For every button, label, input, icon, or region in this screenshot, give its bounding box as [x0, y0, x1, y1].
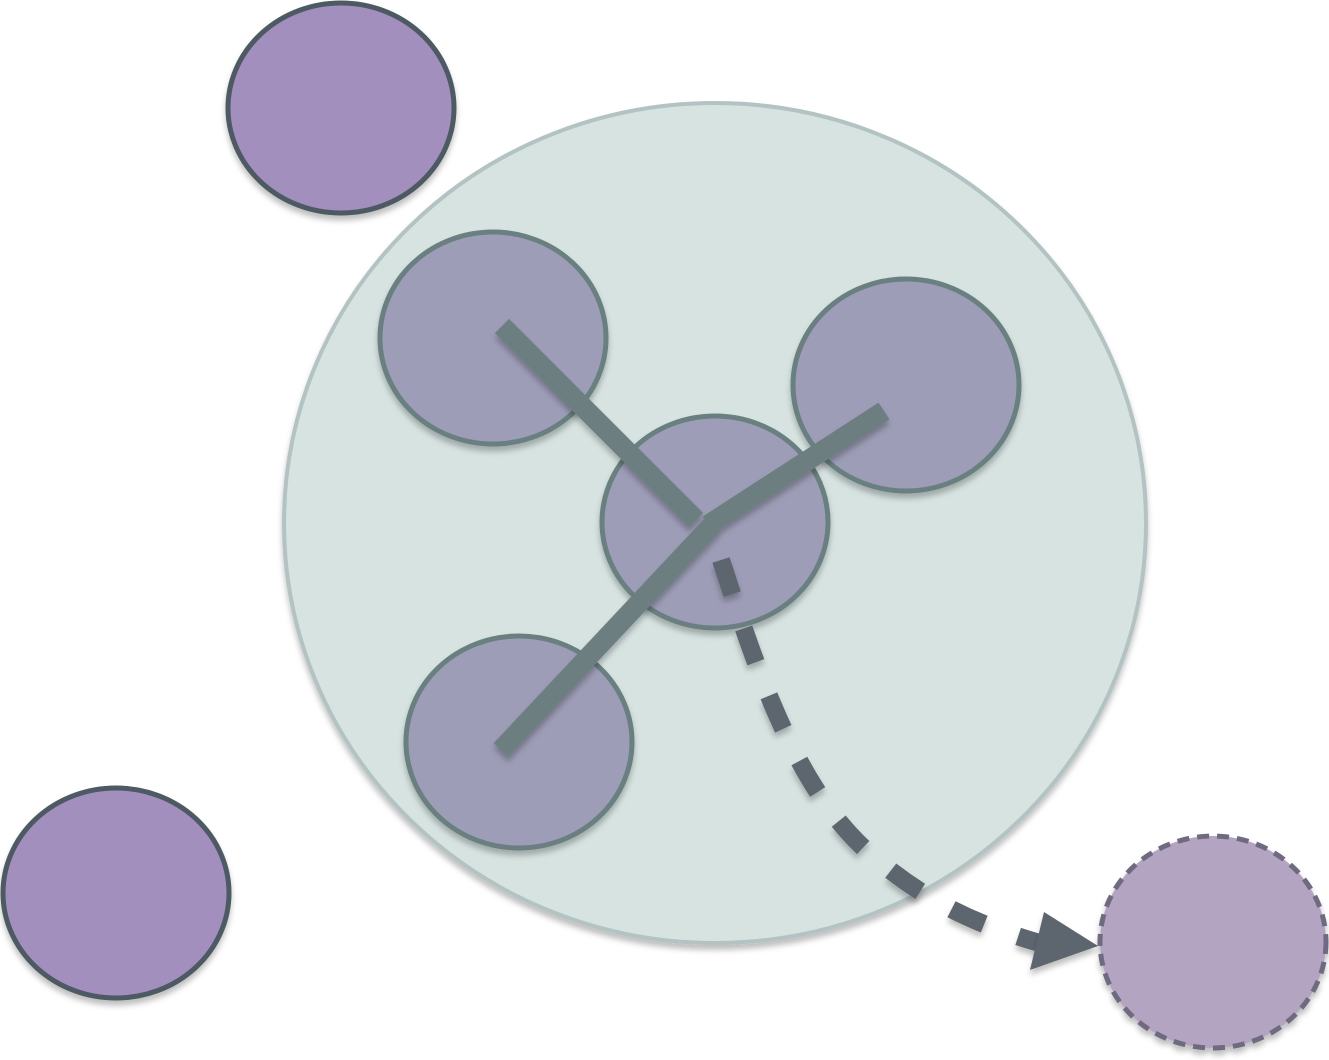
dashed-arrow-link — [712, 557, 1053, 955]
outer-node-bottom-left — [0, 785, 232, 1001]
link-center-bottom-left — [493, 516, 722, 757]
detached-target-node — [1097, 833, 1329, 1051]
outer-node-top-left — [225, 0, 457, 216]
inner-node-top-left — [377, 229, 609, 447]
solid-links — [493, 318, 890, 757]
link-center-right — [702, 402, 890, 534]
arrowhead — [1030, 912, 1098, 970]
link-center-top-left — [494, 318, 704, 528]
